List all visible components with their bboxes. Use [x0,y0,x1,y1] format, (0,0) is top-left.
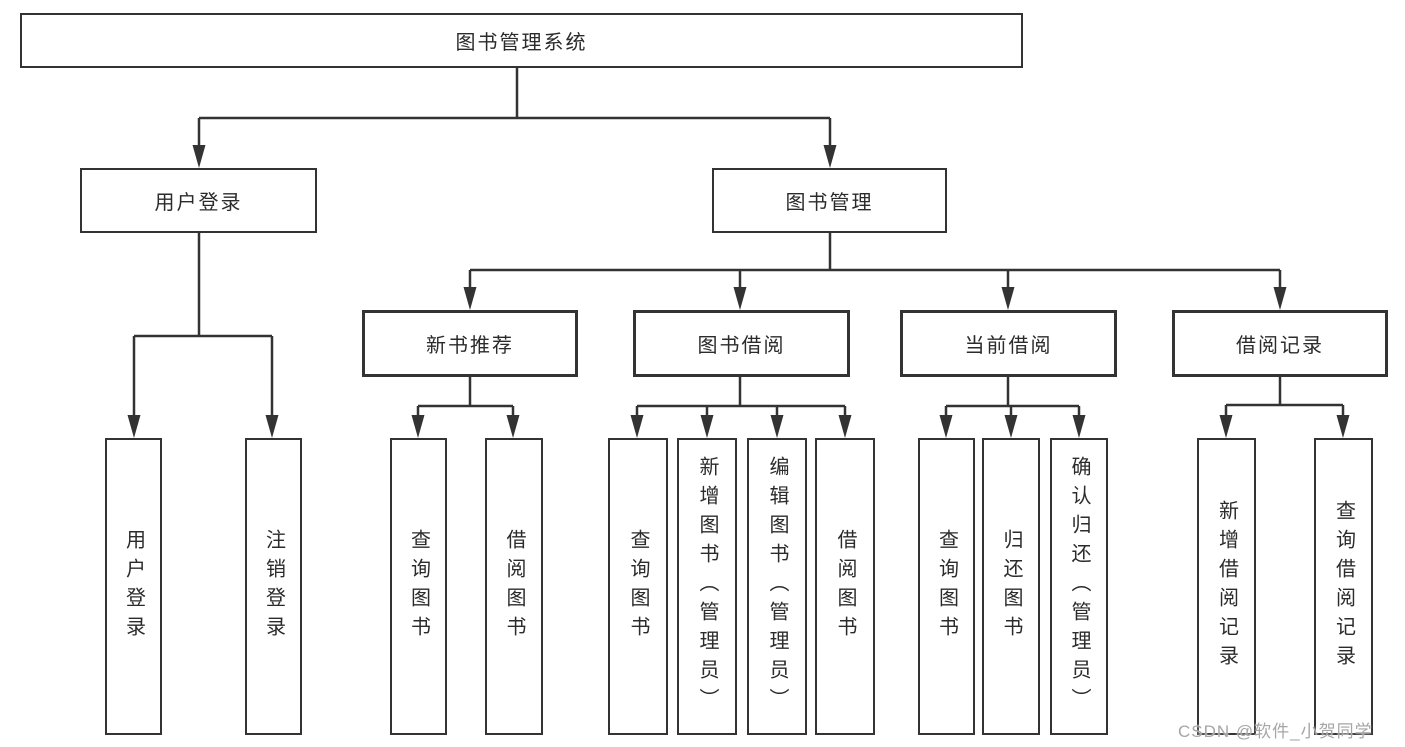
node-module-current-borrowing: 当前借阅 [900,310,1117,377]
arrowhead-icons [127,145,1350,438]
node-leaf-bb-query-books: 查询图书 [608,438,668,735]
node-module-book-borrowing: 图书借阅 [633,310,850,377]
node-leaf-cb-query-books: 查询图书 [918,438,975,735]
node-leaf-cb-return-books: 归还图书 [982,438,1040,735]
node-module-borrowing-records: 借阅记录 [1172,310,1388,377]
node-leaf-cb-confirm-return-admin: 确认归还（管理员） [1050,438,1108,735]
node-branch-user-login: 用户登录 [80,168,317,233]
watermark: CSDN @软件_小贺同学 [1178,722,1373,741]
node-module-new-book-recommend: 新书推荐 [362,310,578,377]
node-leaf-nb-borrow-books: 借阅图书 [485,438,543,735]
node-leaf-nb-query-books: 查询图书 [390,438,447,735]
node-leaf-bb-add-books-admin: 新增图书（管理员） [677,438,737,735]
node-leaf-bb-borrow-books: 借阅图书 [815,438,875,735]
node-branch-book-management: 图书管理 [712,168,947,233]
node-leaf-bb-edit-books-admin: 编辑图书（管理员） [747,438,807,735]
node-leaf-user-login: 用户登录 [105,438,162,735]
node-root-system: 图书管理系统 [20,13,1023,68]
node-leaf-br-query-record: 查询借阅记录 [1314,438,1373,735]
node-leaf-br-add-record: 新增借阅记录 [1197,438,1256,735]
node-leaf-logout: 注销登录 [245,438,302,735]
